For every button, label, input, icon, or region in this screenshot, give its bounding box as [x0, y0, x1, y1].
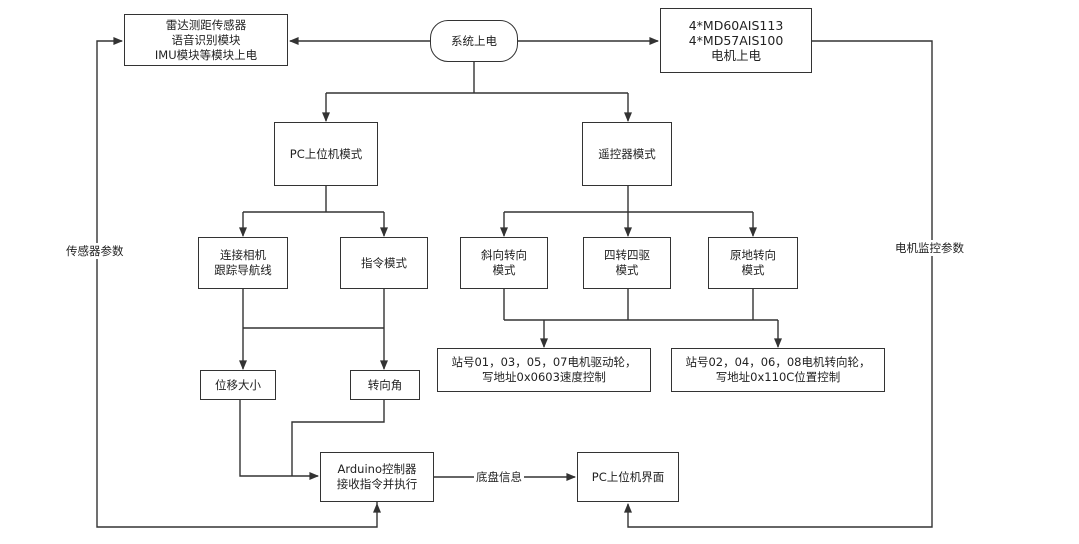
arrowhead — [566, 473, 576, 481]
command-mode-node: 指令模式 — [340, 237, 428, 289]
arrowhead — [239, 360, 247, 370]
start-node: 系统上电 — [430, 20, 518, 62]
four-wheel-node: 四转四驱 模式 — [583, 237, 671, 289]
motors-power-line: 电机上电 — [710, 48, 761, 63]
arrowhead — [540, 338, 548, 348]
connector-line — [239, 400, 318, 477]
arrowhead — [649, 37, 659, 45]
arduino-node: Arduino控制器 接收指令并执行 — [320, 452, 434, 502]
arrowhead — [774, 338, 782, 348]
motor-params-label: 电机监控参数 — [893, 240, 966, 256]
motors-power-line: 4*MD57AIS100 — [688, 33, 784, 48]
four-wheel-line: 模式 — [615, 263, 639, 277]
pc-ui-label: PC上位机界面 — [591, 469, 665, 484]
steer-angle-node: 转向角 — [350, 370, 420, 400]
drive-stations-node: 站号01，03，05，07电机驱动轮， 写地址0x0603速度控制 — [437, 348, 651, 392]
arrowhead — [380, 360, 388, 370]
arrowhead — [289, 37, 299, 45]
pivot-steer-line: 模式 — [741, 263, 765, 277]
arrowhead — [624, 503, 632, 513]
arrowhead — [113, 37, 123, 45]
pivot-steer-line: 原地转向 — [730, 248, 776, 262]
arrowhead — [380, 227, 388, 237]
arrowhead — [373, 503, 381, 513]
connector-line — [627, 40, 933, 528]
sensors-power-line: 语音识别模块 — [171, 32, 241, 47]
arrowhead — [239, 227, 247, 237]
arduino-line: Arduino控制器 — [337, 462, 417, 476]
oblique-steer-node: 斜向转向 模式 — [460, 237, 548, 289]
start-node-line: 系统上电 — [451, 33, 497, 48]
displacement-label: 位移大小 — [215, 377, 261, 392]
motors-power-node: 4*MD60AIS113 4*MD57AIS100 电机上电 — [660, 8, 812, 73]
connector-line — [291, 400, 385, 476]
motors-power-line: 4*MD60AIS113 — [688, 18, 784, 33]
drive-stations-line: 写地址0x0603速度控制 — [482, 370, 606, 384]
arduino-line: 接收指令并执行 — [336, 477, 418, 491]
arrowhead — [322, 112, 330, 122]
four-wheel-line: 四转四驱 — [604, 248, 650, 262]
arrowhead — [624, 112, 632, 122]
command-mode-label: 指令模式 — [361, 255, 407, 270]
pc-mode-node: PC上位机模式 — [274, 122, 378, 186]
remote-mode-label: 遥控器模式 — [598, 146, 656, 161]
pc-ui-node: PC上位机界面 — [577, 452, 679, 502]
camera-tracking-node: 连接相机 跟踪导航线 — [198, 237, 288, 289]
steer-stations-node: 站号02，04，06，08电机转向轮， 写地址0x110C位置控制 — [671, 348, 885, 392]
drive-stations-line: 站号01，03，05，07电机驱动轮， — [451, 355, 637, 369]
steer-angle-label: 转向角 — [367, 377, 403, 392]
sensor-params-label: 传感器参数 — [64, 243, 126, 259]
arrowhead — [500, 227, 508, 237]
steer-stations-line: 站号02，04，06，08电机转向轮， — [685, 355, 871, 369]
camera-tracking-line: 连接相机 — [220, 248, 266, 262]
pivot-steer-node: 原地转向 模式 — [708, 237, 798, 289]
sensors-power-line: 雷达测距传感器 — [165, 17, 247, 32]
chassis-info-label: 底盘信息 — [474, 469, 524, 485]
displacement-node: 位移大小 — [200, 370, 276, 400]
arrowhead — [624, 227, 632, 237]
arrowhead — [749, 227, 757, 237]
remote-mode-node: 遥控器模式 — [582, 122, 672, 186]
pc-mode-label: PC上位机模式 — [289, 146, 363, 161]
arrowhead — [309, 472, 319, 480]
oblique-steer-line: 斜向转向 — [481, 248, 527, 262]
sensors-power-line: IMU模块等模块上电 — [154, 47, 258, 62]
oblique-steer-line: 模式 — [492, 263, 516, 277]
connector-line — [96, 40, 378, 528]
sensors-power-node: 雷达测距传感器 语音识别模块 IMU模块等模块上电 — [124, 14, 288, 66]
steer-stations-line: 写地址0x110C位置控制 — [715, 370, 841, 384]
camera-tracking-line: 跟踪导航线 — [214, 263, 272, 277]
